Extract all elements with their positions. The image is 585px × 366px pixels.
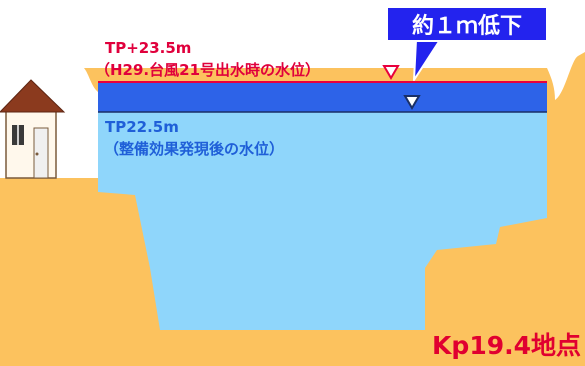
water-level-difference-band — [98, 82, 547, 112]
station-label: Kp19.4地点 — [432, 331, 581, 360]
house-icon — [0, 79, 66, 179]
flood-water-level-note: （H29.台風21号出水時の水位） — [95, 61, 321, 79]
flood-water-level-marker — [382, 65, 400, 80]
improved-water-level-note: （整備効果発現後の水位） — [104, 140, 285, 158]
improved-water-level-marker — [403, 95, 421, 110]
flood-water-level-value: TP+23.5m — [105, 39, 192, 57]
reduction-callout: 約１ｍ低下 — [386, 6, 548, 42]
improved-water-level-value: TP22.5m — [105, 118, 179, 136]
river-water — [98, 112, 547, 330]
